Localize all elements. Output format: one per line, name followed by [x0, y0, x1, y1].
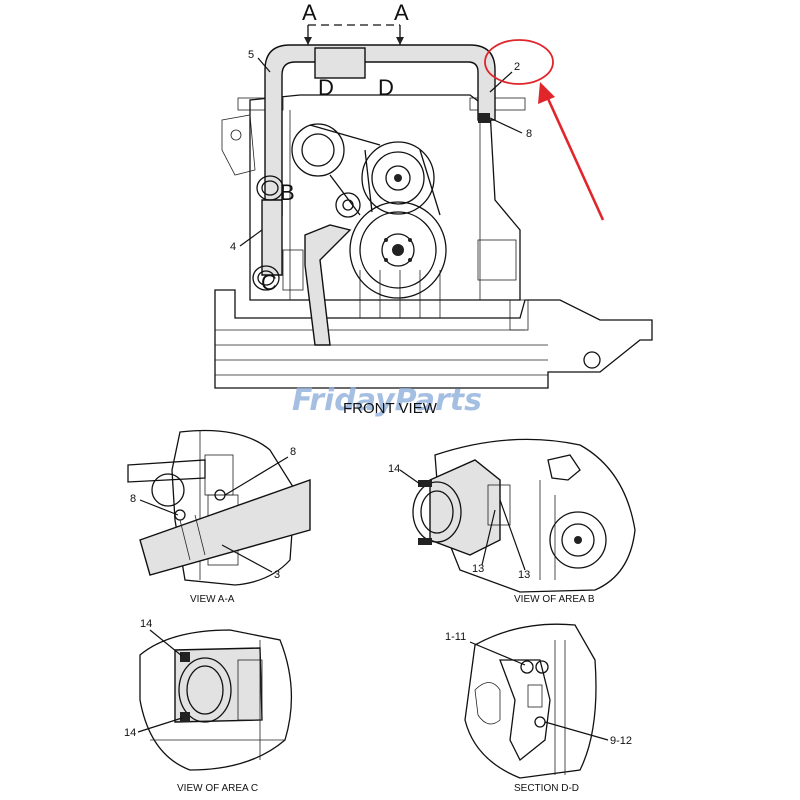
- water-pump-pulley: [361, 141, 435, 215]
- front-view: A A D D B C 5 2 8 4 FridayParts FRONT VI…: [214, 0, 653, 418]
- view-a-a: 8 8 3 VIEW A-A: [127, 429, 311, 605]
- highlight-circle: [484, 39, 554, 85]
- area-b-clamp-top: [418, 480, 432, 487]
- view-letter-c: C: [261, 270, 277, 295]
- view-c-callout-14-top: 14: [140, 618, 152, 630]
- section-a-a-marker: [304, 24, 404, 45]
- view-aa-caption: VIEW A-A: [190, 594, 235, 605]
- area-b-clamp-bottom: [418, 538, 432, 545]
- view-aa-callout-8-left: 8: [130, 493, 136, 505]
- coolant-hose-lower: [261, 199, 352, 346]
- area-c-clamp-top: [180, 652, 190, 662]
- view-area-c-caption: VIEW OF AREA C: [177, 783, 258, 794]
- idler-pulley: [335, 192, 361, 218]
- view-b-callout-14: 14: [388, 463, 400, 475]
- view-area-c: 14 14 VIEW OF AREA C: [124, 618, 293, 794]
- hose-clamp-c: [252, 265, 280, 291]
- view-letter-d-right: D: [378, 75, 394, 100]
- watermark-logo: FridayParts: [292, 383, 482, 418]
- hose-clamp-b: [256, 175, 284, 201]
- engine-block: [221, 94, 526, 318]
- section-marker-a-left: A: [302, 0, 317, 25]
- view-c-callout-14-bottom: 14: [124, 727, 136, 739]
- view-letter-d-left: D: [318, 75, 334, 100]
- callout-4: 4: [230, 241, 236, 253]
- highlight-arrow: [543, 91, 605, 221]
- callout-8: 8: [526, 128, 532, 140]
- view-area-b-caption: VIEW OF AREA B: [514, 594, 595, 605]
- section-d-d: 1-11 9-12 SECTION D-D: [445, 623, 632, 794]
- callout-2: 2: [514, 61, 520, 73]
- drive-belt: [309, 124, 441, 216]
- section-dd-caption: SECTION D-D: [514, 783, 579, 794]
- area-c-clamp-bottom: [180, 712, 190, 722]
- view-b-callout-13-right: 13: [518, 569, 530, 581]
- section-dd-callout-1-11: 1-11: [445, 631, 466, 643]
- highlight-arrowhead: [538, 82, 555, 104]
- view-b-callout-13-left: 13: [472, 563, 484, 575]
- section-dd-callout-9-12: 9-12: [610, 735, 632, 747]
- callout-5: 5: [248, 49, 254, 61]
- front-view-caption: FRONT VIEW: [343, 400, 438, 417]
- view-area-b: 14 13 13 VIEW OF AREA B: [388, 438, 636, 605]
- coolant-hose-upper: [264, 44, 496, 216]
- hose-clamp-8: [478, 113, 490, 123]
- section-marker-a-right: A: [394, 0, 409, 25]
- fan-pulley: [291, 123, 345, 177]
- engine-base-rail: [214, 289, 653, 389]
- highlight-annotation: [484, 39, 605, 221]
- crankshaft-pulley: [349, 201, 447, 299]
- view-aa-callout-3: 3: [274, 569, 280, 581]
- view-aa-callout-8-top: 8: [290, 446, 296, 458]
- view-letter-b: B: [280, 180, 295, 205]
